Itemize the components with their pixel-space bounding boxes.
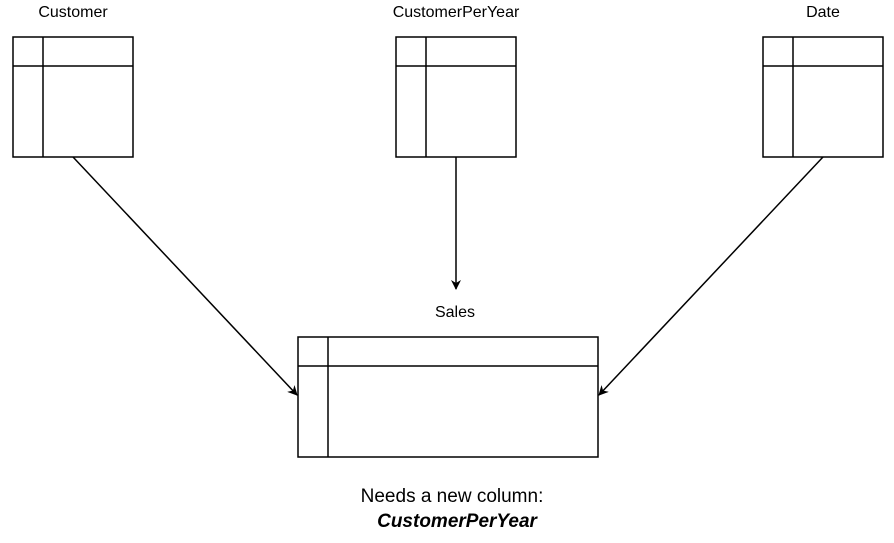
table-customer-frame xyxy=(12,36,134,158)
table-customer-per-year-frame xyxy=(395,36,517,158)
table-sales-frame xyxy=(297,336,599,458)
table-date[interactable] xyxy=(762,36,884,158)
note-text: Needs a new column: xyxy=(360,486,544,507)
table-customer-label: Customer xyxy=(38,4,108,21)
arrow-customer-to-sales[interactable] xyxy=(72,156,298,396)
table-customer[interactable] xyxy=(12,36,134,158)
table-sales-label: Sales xyxy=(434,304,476,321)
table-customer-per-year[interactable] xyxy=(395,36,517,158)
table-customer-per-year-label: CustomerPerYear xyxy=(392,4,520,21)
arrow-date-to-sales[interactable] xyxy=(598,156,824,396)
note-column-name: CustomerPerYear xyxy=(377,511,537,532)
table-date-label: Date xyxy=(806,4,840,21)
table-date-frame xyxy=(762,36,884,158)
table-sales[interactable] xyxy=(297,336,599,458)
